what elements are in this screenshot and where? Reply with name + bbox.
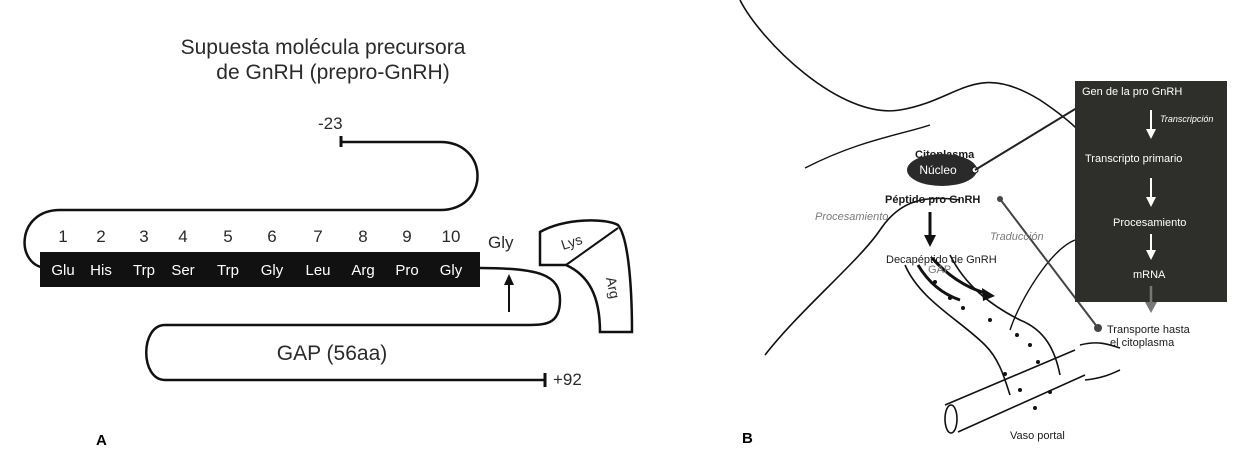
position-8: 8 bbox=[358, 227, 367, 246]
position-9: 9 bbox=[402, 227, 411, 246]
residue-numbers: 1 2 3 4 5 6 7 8 9 10 bbox=[58, 227, 460, 246]
box-procesamiento-label: Procesamiento bbox=[1113, 217, 1186, 229]
traduccion-label: Traducción bbox=[990, 231, 1044, 243]
nucleo-label: Núcleo bbox=[919, 163, 957, 177]
position-7: 7 bbox=[313, 227, 322, 246]
gap-label-b: GAP bbox=[928, 264, 951, 276]
gene-connector-line bbox=[975, 103, 1085, 170]
transport-dot bbox=[1094, 324, 1102, 332]
panel-a-title-line1: Supuesta molécula precursora bbox=[181, 36, 466, 59]
procesamiento-italic-label: Procesamiento bbox=[815, 211, 888, 223]
peptido-label: Péptido pro GnRH bbox=[885, 194, 980, 206]
start-label: -23 bbox=[318, 114, 343, 133]
position-5: 5 bbox=[223, 227, 232, 246]
cleavage-residue-label: Gly bbox=[488, 233, 514, 252]
end-label: +92 bbox=[553, 370, 582, 389]
box-gen-label: Gen de la pro GnRH bbox=[1082, 86, 1182, 98]
position-6: 6 bbox=[267, 227, 276, 246]
secretion-arrowhead bbox=[982, 288, 995, 301]
axon-right bbox=[950, 255, 1060, 375]
neuron-outline-left-upper bbox=[805, 125, 930, 168]
cleavage-arrowhead bbox=[504, 274, 514, 285]
residue-9: Pro bbox=[395, 262, 418, 279]
residue-4: Ser bbox=[171, 262, 194, 279]
panel-a-letter: A bbox=[96, 432, 107, 449]
position-2: 2 bbox=[96, 227, 105, 246]
position-1: 1 bbox=[58, 227, 67, 246]
position-10: 10 bbox=[442, 227, 461, 246]
panel-a-title-line2: de GnRH (prepro-GnRH) bbox=[216, 61, 449, 84]
panel-a: Supuesta molécula precursora de GnRH (pr… bbox=[25, 36, 632, 449]
residue-5: Trp bbox=[217, 262, 239, 279]
box-arrowhead-4 bbox=[1145, 302, 1157, 313]
vaso-portal-label: Vaso portal bbox=[1010, 430, 1065, 442]
secretory-granules bbox=[933, 280, 1052, 410]
position-4: 4 bbox=[178, 227, 187, 246]
gap-label: GAP (56aa) bbox=[277, 342, 388, 365]
chain-upper-loop bbox=[25, 142, 478, 268]
residue-1: Glu bbox=[51, 262, 74, 279]
transporte-line2: el citoplasma bbox=[1110, 337, 1175, 349]
residue-6: Gly bbox=[261, 262, 284, 279]
residue-3: Trp bbox=[133, 262, 155, 279]
position-3: 3 bbox=[139, 227, 148, 246]
processing-arrowhead bbox=[924, 235, 936, 247]
box-transcripto-label: Transcripto primario bbox=[1085, 153, 1182, 165]
box-transcripcion-label: Transcripción bbox=[1160, 114, 1213, 124]
panel-b: Citoplasma Núcleo Péptido pro GnRH Proce… bbox=[740, 0, 1227, 447]
box-mrna-label: mRNA bbox=[1133, 269, 1166, 281]
residue-10: Gly bbox=[440, 262, 463, 279]
portal-vessel bbox=[945, 350, 1085, 432]
portal-vessel-end bbox=[945, 405, 957, 433]
panel-b-letter: B bbox=[742, 430, 753, 447]
residue-7: Leu bbox=[305, 262, 330, 279]
transporte-line1: Transporte hasta bbox=[1107, 324, 1191, 336]
residue-8: Arg bbox=[351, 262, 374, 279]
residue-2: His bbox=[90, 262, 112, 279]
axon-left bbox=[905, 265, 1010, 395]
